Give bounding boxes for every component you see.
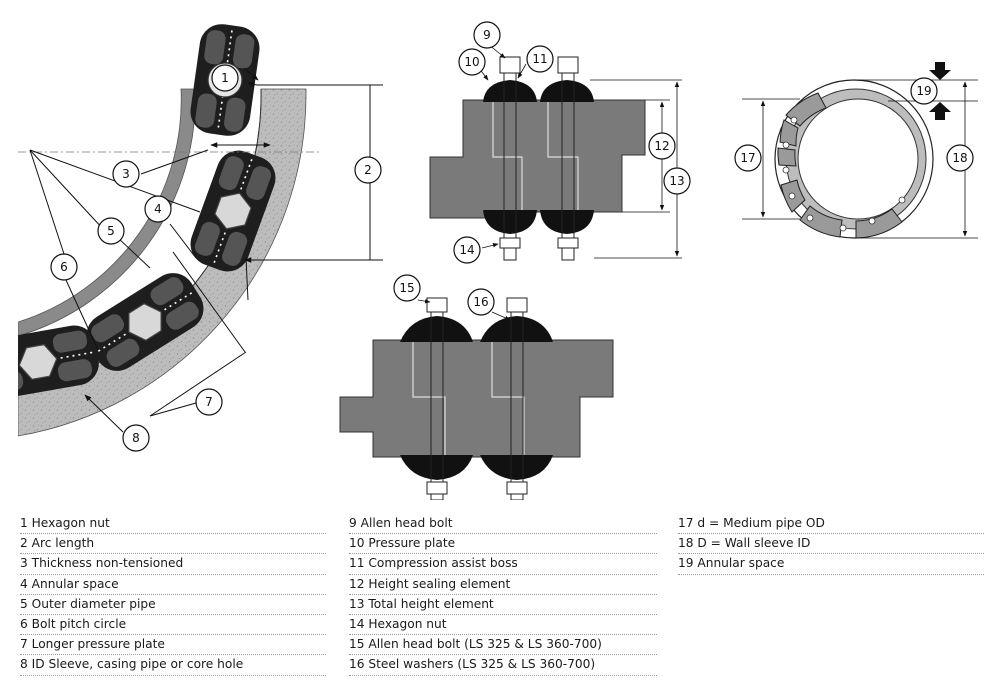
legend-item: 3 Thickness non-tensioned	[20, 554, 326, 575]
svg-text:4: 4	[154, 202, 162, 216]
legend-item: 12 Height sealing element	[349, 575, 657, 595]
svg-text:10: 10	[464, 55, 479, 69]
element-elevation-view	[429, 43, 682, 261]
callout-14: 14	[453, 236, 481, 264]
svg-text:7: 7	[205, 395, 213, 409]
legend-item: 14 Hexagon nut	[349, 615, 657, 636]
callout-12: 12	[648, 132, 676, 160]
callout-7: 7	[195, 388, 223, 416]
legend-item: 2 Arc length	[20, 534, 326, 555]
callout-6: 6	[50, 253, 78, 281]
legend-item: 13 Total height element	[349, 595, 657, 615]
svg-text:1: 1	[221, 71, 229, 85]
legend-item: 16 Steel washers (LS 325 & LS 360-700)	[349, 655, 657, 676]
callout-5: 5	[97, 217, 125, 245]
callout-4: 4	[144, 195, 172, 223]
callout-13: 13	[663, 167, 691, 195]
callout-2: 2	[354, 156, 382, 184]
legend-item: 6 Bolt pitch circle	[20, 615, 326, 636]
callout-15: 15	[393, 274, 421, 302]
svg-text:2: 2	[364, 163, 372, 177]
svg-text:13: 13	[669, 174, 684, 188]
callout-16: 16	[467, 288, 495, 316]
legend-item: 15 Allen head bolt (LS 325 & LS 360-700)	[349, 635, 657, 656]
legend-item: 1 Hexagon nut	[20, 514, 326, 535]
svg-text:8: 8	[132, 431, 140, 445]
callout-18: 18	[946, 144, 974, 172]
svg-text:12: 12	[654, 139, 669, 153]
link-seal-diagram: 1 2 3 4 5 6 7 8 9 10 11 12 13 14 15 16 1…	[18, 21, 978, 500]
legend-column-3: 17 d = Medium pipe OD 18 D = Wall sleeve…	[678, 514, 984, 575]
svg-text:5: 5	[107, 224, 115, 238]
callout-1: 1	[211, 64, 239, 92]
legend-item: 8 ID Sleeve, casing pipe or core hole	[20, 655, 326, 676]
svg-text:18: 18	[952, 151, 967, 165]
legend-item: 5 Outer diameter pipe	[20, 595, 326, 615]
legend-item: 19 Annular space	[678, 554, 984, 575]
legend-column-1: 1 Hexagon nut 2 Arc length 3 Thickness n…	[20, 514, 326, 676]
svg-text:19: 19	[916, 84, 931, 98]
callout-11: 11	[526, 45, 554, 73]
legend-column-2: 9 Allen head bolt 10 Pressure plate 11 C…	[349, 514, 657, 676]
legend-item: 4 Annular space	[20, 575, 326, 595]
legend-item: 11 Compression assist boss	[349, 554, 657, 575]
svg-text:16: 16	[473, 295, 488, 309]
legend-item: 17 d = Medium pipe OD	[678, 514, 984, 535]
callout-3: 3	[112, 160, 140, 188]
svg-text:6: 6	[60, 260, 68, 274]
legend-item: 10 Pressure plate	[349, 534, 657, 555]
callout-10: 10	[458, 48, 486, 76]
front-view	[742, 62, 978, 239]
element-elevation-view-2	[339, 297, 614, 500]
svg-text:15: 15	[399, 281, 414, 295]
legend-item: 7 Longer pressure plate	[20, 635, 326, 656]
svg-text:3: 3	[122, 167, 130, 181]
callout-19: 19	[910, 77, 938, 105]
svg-text:11: 11	[532, 52, 547, 66]
callout-8: 8	[122, 424, 150, 452]
svg-text:14: 14	[459, 243, 474, 257]
ring-section-view	[18, 24, 320, 437]
legend-item: 9 Allen head bolt	[349, 514, 657, 535]
svg-text:17: 17	[740, 151, 755, 165]
callout-9: 9	[473, 21, 501, 49]
legend-item: 18 D = Wall sleeve ID	[678, 534, 984, 555]
callout-17: 17	[734, 144, 762, 172]
svg-text:9: 9	[483, 28, 491, 42]
